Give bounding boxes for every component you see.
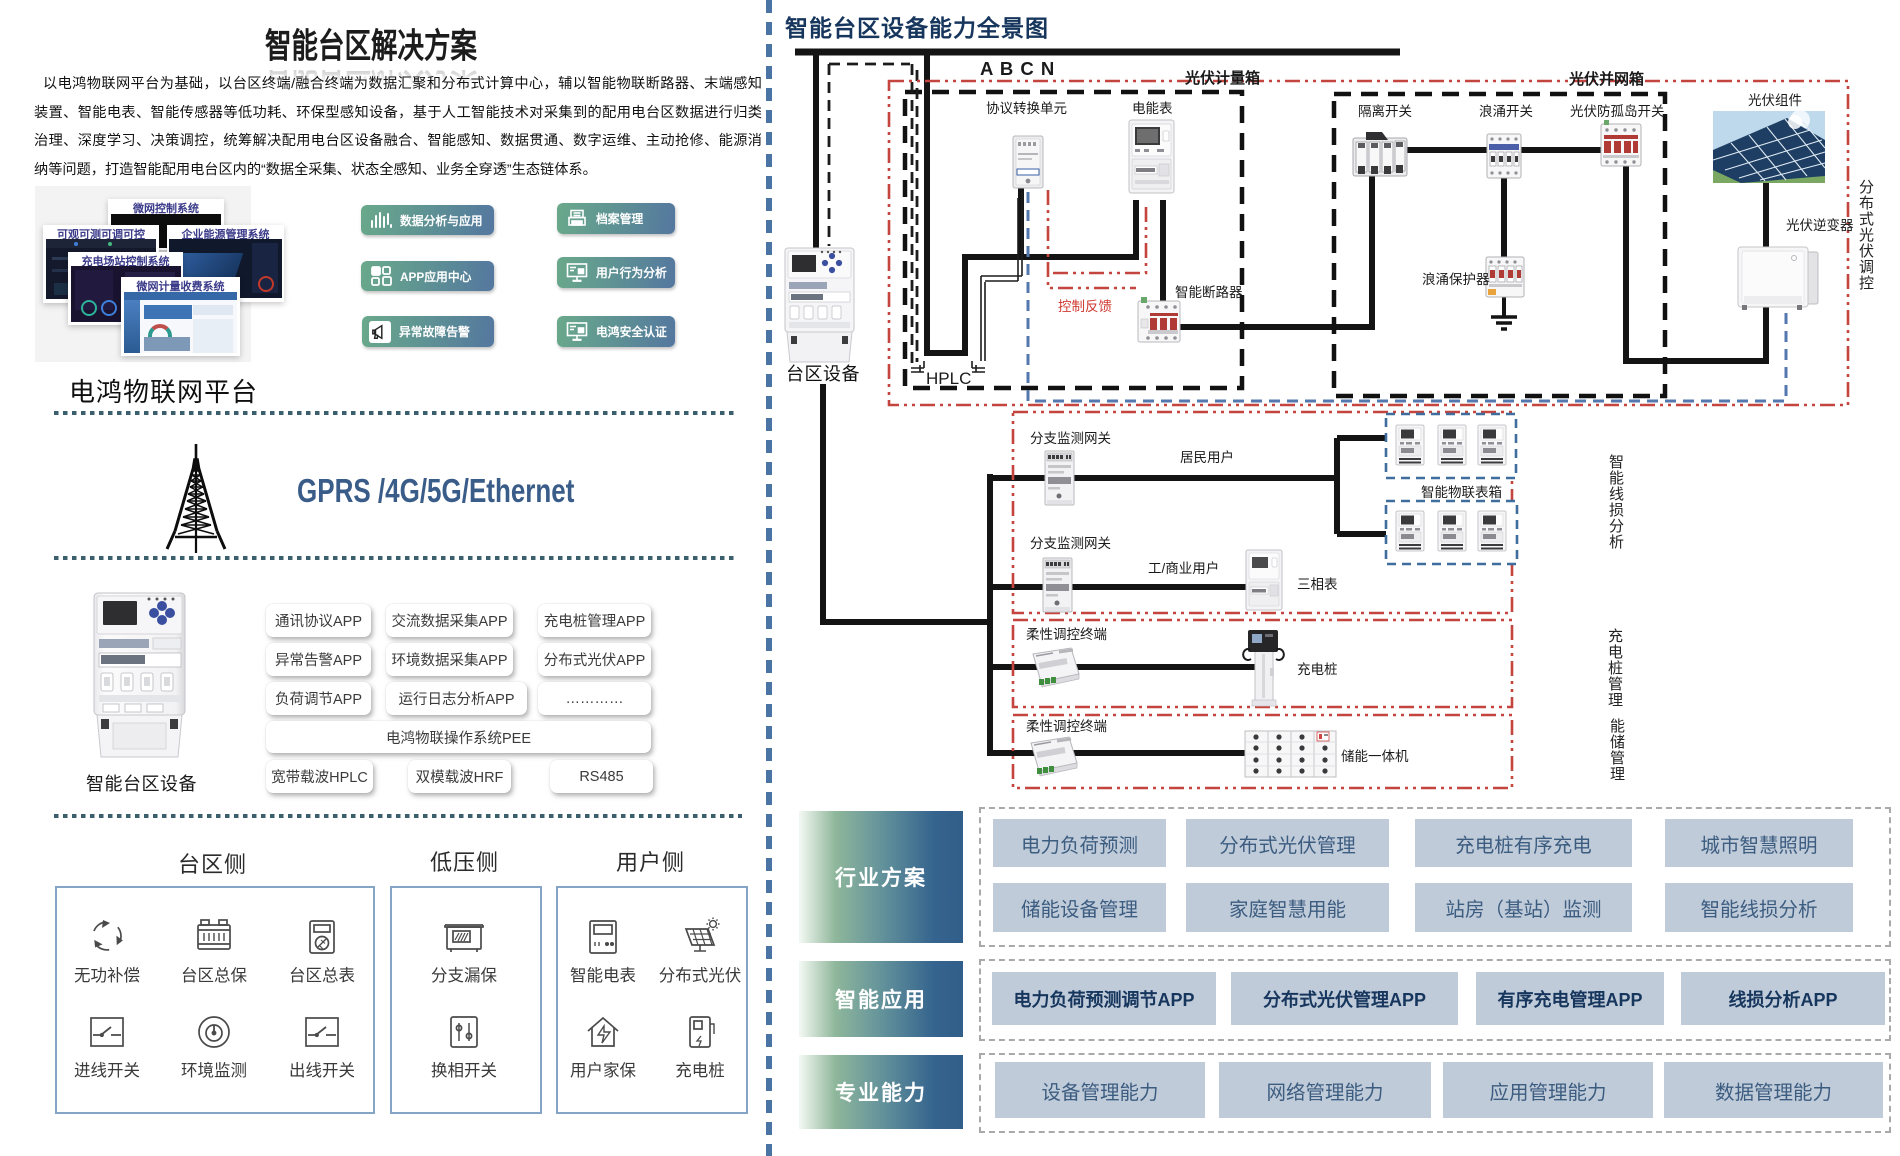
svg-text:光伏并网箱: 光伏并网箱	[1568, 70, 1644, 88]
svg-text:智能断路器: 智能断路器	[1175, 285, 1243, 300]
svg-text:光伏逆变器: 光伏逆变器	[1786, 218, 1854, 233]
svg-text:光伏防孤岛开关: 光伏防孤岛开关	[1570, 104, 1665, 119]
svg-text:分支监测网关: 分支监测网关	[1030, 536, 1111, 551]
svg-text:光伏组件: 光伏组件	[1748, 93, 1802, 108]
svg-text:分支监测网关: 分支监测网关	[1030, 431, 1111, 446]
svg-text:充电桩: 充电桩	[1297, 662, 1338, 677]
svg-text:柔性调控终端: 柔性调控终端	[1026, 627, 1107, 642]
svg-text:HPLC: HPLC	[926, 369, 971, 388]
svg-text:电能表: 电能表	[1132, 101, 1173, 116]
svg-text:台区设备: 台区设备	[786, 364, 860, 384]
svg-text:智能物联表箱: 智能物联表箱	[1421, 485, 1502, 500]
svg-text:储能一体机: 储能一体机	[1341, 749, 1409, 764]
svg-text:协议转换单元: 协议转换单元	[986, 101, 1067, 116]
svg-text:A B C N: A B C N	[980, 58, 1055, 79]
svg-text:三相表: 三相表	[1297, 577, 1338, 592]
svg-text:浪涌开关: 浪涌开关	[1479, 104, 1533, 119]
svg-text:隔离开关: 隔离开关	[1358, 103, 1412, 119]
svg-text:控制反馈: 控制反馈	[1058, 299, 1112, 314]
svg-text:柔性调控终端: 柔性调控终端	[1026, 719, 1107, 734]
svg-text:光伏计量箱: 光伏计量箱	[1184, 69, 1260, 87]
svg-text:浪涌保护器: 浪涌保护器	[1422, 272, 1490, 287]
svg-text:工/商业用户: 工/商业用户	[1148, 560, 1219, 576]
svg-text:居民用户: 居民用户	[1180, 449, 1234, 465]
